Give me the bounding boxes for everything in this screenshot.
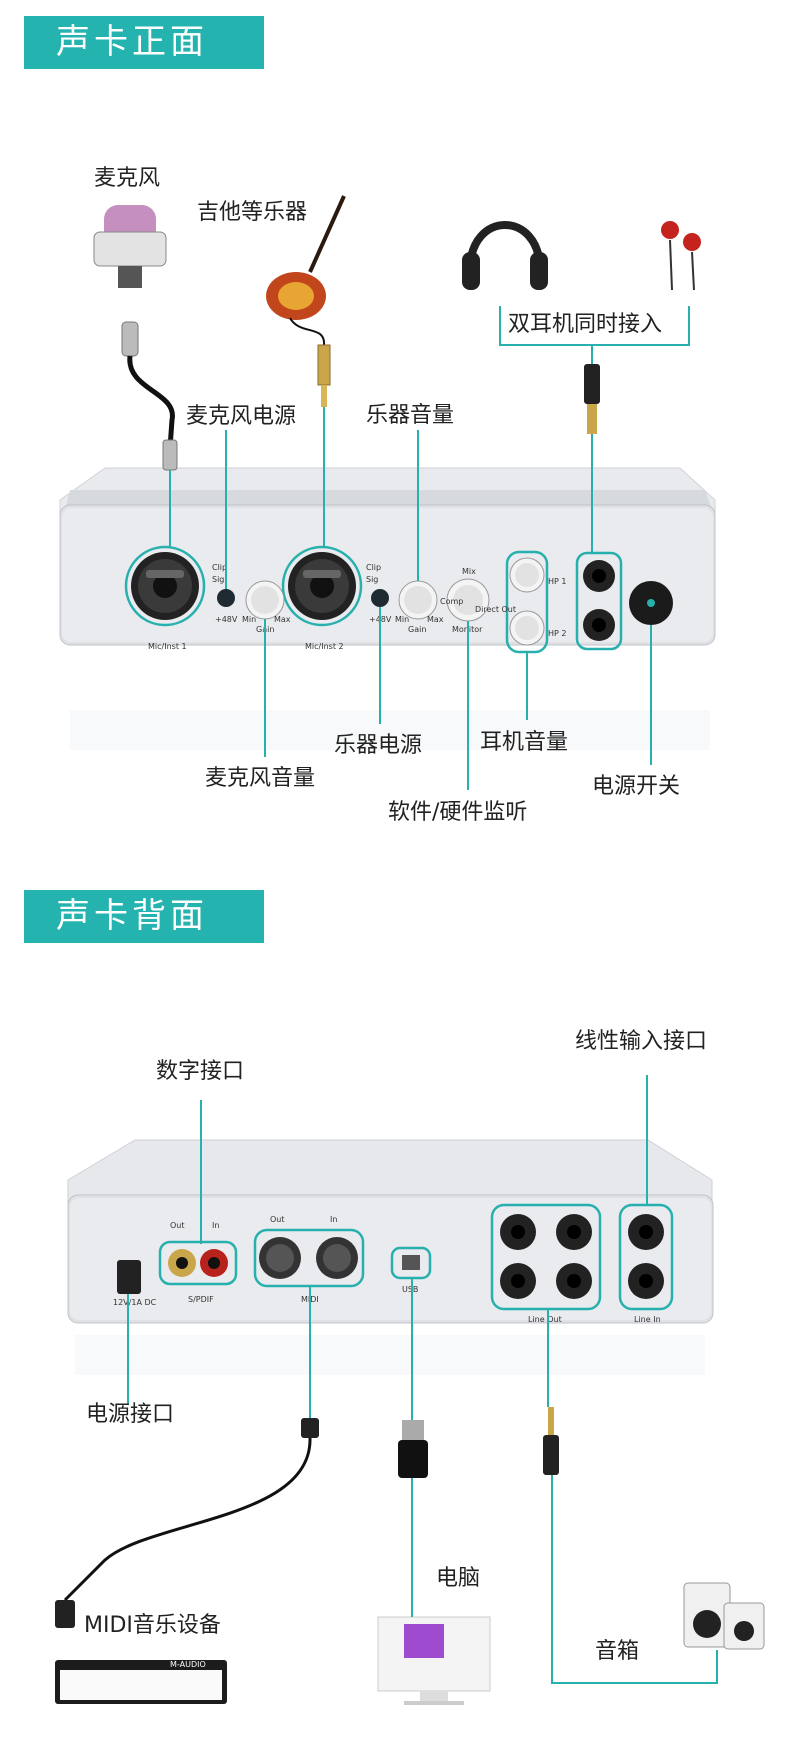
- combo-input-2[interactable]: [281, 545, 363, 627]
- microphone-illustration: [93, 205, 178, 471]
- label-power-switch: 电源开关: [592, 774, 681, 799]
- panel-input1-label: Mic/Inst 1: [148, 642, 187, 651]
- label-instrument-volume: 乐器音量: [366, 403, 455, 428]
- gain-knob-2[interactable]: [398, 580, 438, 620]
- back-sound-card: [67, 1139, 714, 1375]
- dc-jack[interactable]: [117, 1260, 141, 1294]
- midi-ports[interactable]: [253, 1228, 365, 1288]
- label-headphone-volume: 耳机音量: [480, 730, 569, 755]
- panel-spdif: S/PDIF: [188, 1295, 214, 1304]
- label-microphone: 麦克风: [94, 166, 161, 191]
- front-section-title: 声卡正面: [24, 16, 264, 69]
- panel-max-2: Max: [427, 615, 444, 624]
- aux-plug-illustration: [543, 1407, 559, 1475]
- label-guitar: 吉他等乐器: [197, 200, 308, 225]
- spdif-ports[interactable]: [158, 1240, 238, 1286]
- label-mic-volume: 麦克风音量: [205, 766, 316, 791]
- line-out-ports[interactable]: [490, 1203, 602, 1311]
- headphones-illustration: [462, 221, 548, 290]
- combo-input-1[interactable]: [124, 545, 206, 627]
- line-speaker: [551, 1475, 718, 1684]
- label-digital-port: 数字接口: [156, 1059, 245, 1084]
- panel-phantom-1: +48V: [215, 615, 238, 624]
- panel-min-1: Min: [242, 615, 256, 624]
- earphones-illustration: [661, 221, 701, 291]
- label-monitor: 软件/硬件监听: [388, 800, 528, 825]
- label-computer: 电脑: [436, 1566, 481, 1591]
- label-line-input: 线性输入接口: [575, 1029, 708, 1054]
- panel-direct-out: Direct Out: [475, 605, 516, 614]
- panel-max-1: Max: [274, 615, 291, 624]
- speaker-illustration: [683, 1582, 765, 1650]
- midi-keyboard-illustration: [55, 1660, 227, 1704]
- label-mic-power: 麦克风电源: [186, 404, 297, 429]
- label-power-port: 电源接口: [86, 1402, 175, 1427]
- panel-spdif-out: Out: [170, 1221, 185, 1230]
- keyboard-brand: M-AUDIO: [170, 1660, 206, 1669]
- label-midi-device: MIDI音乐设备: [84, 1613, 221, 1638]
- hp2-knob[interactable]: [509, 610, 545, 646]
- headphone-plug-illustration: [584, 364, 600, 434]
- front-sound-card: [59, 467, 716, 750]
- label-instrument-power: 乐器电源: [334, 733, 423, 758]
- panel-midi-out: Out: [270, 1215, 285, 1224]
- usb-plug-illustration: [398, 1420, 428, 1478]
- panel-hp2: HP 2: [548, 629, 566, 638]
- label-speaker: 音箱: [595, 1639, 640, 1664]
- panel-dc: 12V/1A DC: [113, 1298, 157, 1307]
- hp-jacks[interactable]: [575, 551, 623, 651]
- phantom-button-1[interactable]: [217, 589, 235, 607]
- line-in-ports[interactable]: [618, 1203, 674, 1311]
- computer-monitor-illustration: [377, 1616, 491, 1705]
- bracket-headphones: [499, 306, 690, 346]
- panel-gain-2: Gain: [408, 625, 426, 634]
- midi-cable-illustration: [55, 1418, 319, 1628]
- panel-comp: Comp: [440, 597, 463, 606]
- panel-mix: Mix: [462, 567, 476, 576]
- panel-line-out: Line Out: [528, 1315, 562, 1324]
- panel-spdif-in: In: [212, 1221, 219, 1230]
- panel-clip-2: Clip: [366, 563, 381, 572]
- panel-input2-label: Mic/Inst 2: [305, 642, 344, 651]
- power-switch[interactable]: [629, 581, 673, 625]
- panel-midi-in: In: [330, 1215, 337, 1224]
- monitor-knob[interactable]: [446, 578, 490, 622]
- guitar-illustration: [266, 195, 346, 407]
- panel-sig-1: Sig: [212, 575, 224, 584]
- label-dual-headphones: 双耳机同时接入: [508, 312, 663, 337]
- panel-clip-1: Clip: [212, 563, 227, 572]
- phantom-button-2[interactable]: [371, 589, 389, 607]
- panel-sig-2: Sig: [366, 575, 378, 584]
- back-section-title: 声卡背面: [24, 890, 264, 943]
- gain-knob-1[interactable]: [245, 580, 285, 620]
- hp1-knob[interactable]: [509, 557, 545, 593]
- panel-hp1: HP 1: [548, 577, 566, 586]
- panel-line-in: Line In: [634, 1315, 661, 1324]
- panel-min-2: Min: [395, 615, 409, 624]
- panel-usb: USB: [402, 1285, 418, 1294]
